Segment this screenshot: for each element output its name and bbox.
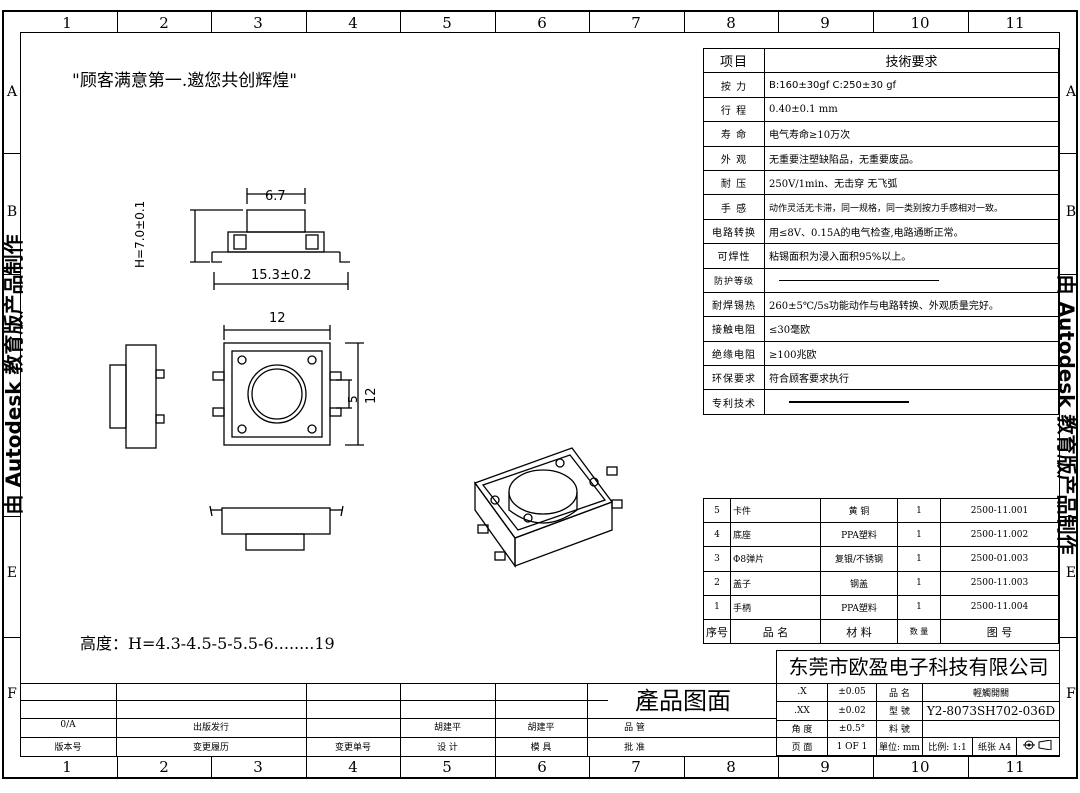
frame-bottom-edge: [2, 777, 1078, 779]
drafter: 胡建平: [527, 723, 555, 733]
spec-row: 电路转换用≤8V、0.15A的电气检查,电路通断正常。: [703, 218, 1059, 245]
blank-line: [779, 279, 939, 281]
frame-right-edge: [1076, 10, 1078, 779]
row-label: A: [1065, 84, 1077, 100]
rev-desc: 出版发行: [192, 723, 229, 733]
spec-row: 手 感动作灵活无卡滞，同一规格，同一类别按力手感相对一致。: [703, 194, 1059, 220]
design-label: 设 计: [437, 743, 458, 753]
change-no-label: 变更单号: [334, 743, 371, 753]
col-label: 6: [537, 758, 547, 776]
drawing-title: 產品图面: [635, 687, 731, 715]
spec-row: 防护等级: [703, 267, 1059, 293]
col-label: 10: [910, 758, 930, 776]
mold-label: 模 具: [530, 743, 552, 753]
row-label: E: [1065, 565, 1077, 581]
dim-height: H=7.0±0.1: [133, 200, 147, 268]
col-label: 11: [1005, 758, 1025, 776]
col-label: 1: [62, 14, 72, 32]
col-label: 2: [159, 758, 169, 776]
left-side-view: [109, 344, 165, 449]
row-label: E: [6, 565, 18, 581]
spec-row: 绝缘电阻≥100兆欧: [703, 340, 1059, 367]
spec-row: 专利技术: [703, 389, 1059, 415]
dim-button-dia: 5: [346, 395, 360, 403]
dim-body-width: 12: [269, 311, 286, 326]
spec-header-req: 技術要求: [764, 47, 1059, 74]
inner-frame-bottom: [20, 756, 1060, 757]
col-label: 5: [442, 14, 452, 32]
inner-frame-right: [1059, 32, 1060, 757]
col-label: 8: [726, 758, 736, 776]
col-label: 9: [820, 14, 830, 32]
col-label: 3: [253, 14, 263, 32]
row-label: B: [1065, 204, 1077, 220]
history-label: 变更履历: [192, 743, 229, 753]
row-label: F: [7, 686, 17, 702]
dim-body-height: 12: [364, 387, 379, 404]
row-label: A: [6, 84, 18, 100]
row-label: F: [1066, 686, 1076, 702]
bottom-view: [209, 505, 344, 551]
col-label: 3: [253, 758, 263, 776]
col-label: 7: [631, 14, 641, 32]
col-label: 8: [726, 14, 736, 32]
col-label: 5: [442, 758, 452, 776]
spec-row: 寿 命电气寿命≥10万次: [703, 121, 1059, 147]
inner-frame-top: [20, 32, 1060, 33]
frame-top-edge: [2, 10, 1078, 12]
spec-row: 环保要求符合顾客要求执行: [703, 365, 1059, 391]
blank-line: [789, 401, 909, 404]
dim-base-width: 15.3±0.2: [251, 268, 312, 283]
col-label: 4: [348, 758, 358, 776]
drafter: 胡建平: [433, 723, 461, 733]
top-view: [212, 325, 364, 446]
spec-row: 可焊性粘锡面积为浸入面积95%以上。: [703, 243, 1059, 269]
projection-symbol: [1016, 737, 1060, 756]
rev-value: 0/A: [60, 720, 76, 730]
col-label: 11: [1005, 14, 1025, 32]
spec-header-item: 项目: [703, 47, 765, 74]
slogan: "顾客满意第一.邀您共创辉煌": [72, 71, 298, 91]
col-label: 2: [159, 14, 169, 32]
dim-top-width: 6.7: [265, 189, 286, 204]
inner-frame-left: [20, 32, 21, 757]
col-label: 1: [62, 758, 72, 776]
quality-label: 品 管: [624, 723, 645, 733]
col-label: 10: [910, 14, 930, 32]
col-label: 4: [348, 14, 358, 32]
ver-label: 版本号: [54, 743, 82, 753]
heights-note: 高度：H=4.3-4.5-5-5.5-6........19: [80, 634, 335, 653]
col-label: 7: [631, 758, 641, 776]
technical-drawings: [109, 188, 623, 569]
col-label: 6: [537, 14, 547, 32]
col-label: 9: [820, 758, 830, 776]
company-name: 东莞市欧盈电子科技有限公司: [776, 650, 1060, 683]
side-view-top: [190, 188, 350, 290]
approve-label: 批 准: [624, 743, 645, 753]
spec-row: 接触电阻≤30毫欧: [703, 316, 1059, 342]
row-label: B: [6, 204, 18, 220]
spec-row: 外 观无重要注塑缺陷品，无重要废品。: [703, 145, 1059, 171]
isometric-view: [473, 447, 623, 569]
bom-header: 序号品 名材 料数 量图 号: [703, 618, 1059, 645]
frame-left-edge: [2, 10, 4, 779]
watermark-left: 由 Autodesk 教育版产品制作: [1, 234, 26, 515]
